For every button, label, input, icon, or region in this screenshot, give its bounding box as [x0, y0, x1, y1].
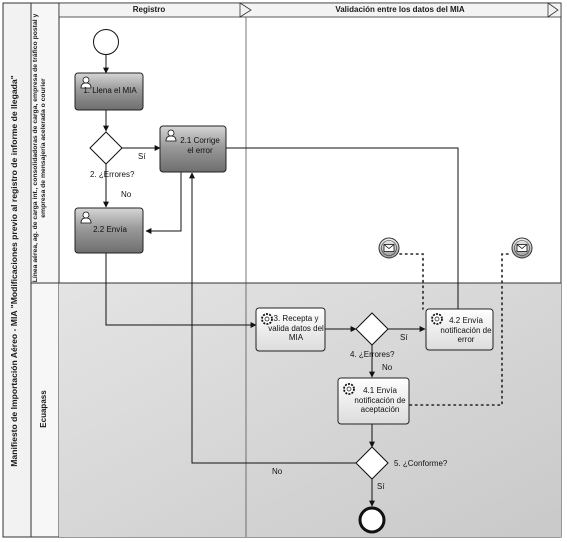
lane-title-ecuapass: Ecuapass	[39, 390, 48, 428]
pool-title: Manifiesto de Importación Aéreo - MIA "M…	[9, 75, 19, 467]
task-label-llena-mia[interactable]: 1. Llena el MIA	[83, 86, 137, 95]
gateway-label-errores-4: 4. ¿Errores?	[350, 350, 395, 359]
gateway-label-conforme-5: 5. ¿Conforme?	[394, 459, 448, 468]
edge-label-g2-si: Sí	[138, 152, 146, 161]
flow-t42-t21	[205, 145, 459, 309]
gear-icon	[261, 313, 273, 325]
gateway-conforme-5	[355, 446, 389, 480]
message-flow-error	[399, 253, 424, 310]
edge-label-g4-no: No	[382, 363, 393, 372]
lane-title-operators: Línea aérea, ag. de carga int., consolid…	[32, 13, 48, 283]
edge-label-g5-si: Sí	[377, 482, 385, 491]
user-icon	[80, 76, 92, 89]
lane-headers	[30, 2, 60, 538]
gear-icon	[431, 313, 443, 325]
flow-t21-t22	[145, 172, 182, 234]
envelope-icon	[378, 237, 400, 259]
gateway-errores-4	[355, 312, 389, 346]
phase-title-registro: Registro	[132, 5, 166, 14]
task-label-recepta-valida[interactable]: 3. Recepta y valida datos del MIA	[268, 314, 324, 343]
task-label-notificacion-aceptacion[interactable]: 4.1 Envía notificación de aceptación	[354, 386, 406, 415]
gateway-errores-2	[89, 131, 123, 165]
start-event	[93, 29, 119, 55]
task-corrige-error	[159, 125, 227, 173]
task-label-envia[interactable]: 2.2 Envía	[93, 225, 127, 234]
task-recepta-valida	[255, 307, 326, 352]
edge-label-g4-si: Sí	[400, 333, 408, 342]
phase-header	[58, 2, 562, 18]
edge-label-g2-no: No	[121, 190, 132, 199]
flow-t22-t3	[105, 253, 257, 328]
task-label-corrige-error[interactable]: 2.1 Corrige el error	[180, 136, 220, 155]
gateway-label-errores-2: 2. ¿Errores?	[90, 170, 135, 179]
end-event	[358, 506, 386, 534]
user-icon	[80, 211, 92, 224]
gear-icon	[343, 383, 355, 395]
user-icon	[165, 129, 177, 142]
task-llena-mia	[74, 72, 144, 111]
edge-label-g5-no: No	[272, 467, 283, 476]
task-envia-notificacion-aceptacion	[337, 377, 410, 425]
envelope-icon	[511, 237, 533, 259]
task-envia	[74, 207, 144, 254]
flow-g5-t21	[189, 172, 356, 464]
message-flow-acceptance	[409, 253, 513, 406]
pool-header	[2, 2, 32, 538]
task-label-notificacion-error[interactable]: 4.2 Envía notificación de error	[440, 316, 492, 345]
phase-title-validacion: Validación entre los datos del MIA	[335, 5, 465, 14]
